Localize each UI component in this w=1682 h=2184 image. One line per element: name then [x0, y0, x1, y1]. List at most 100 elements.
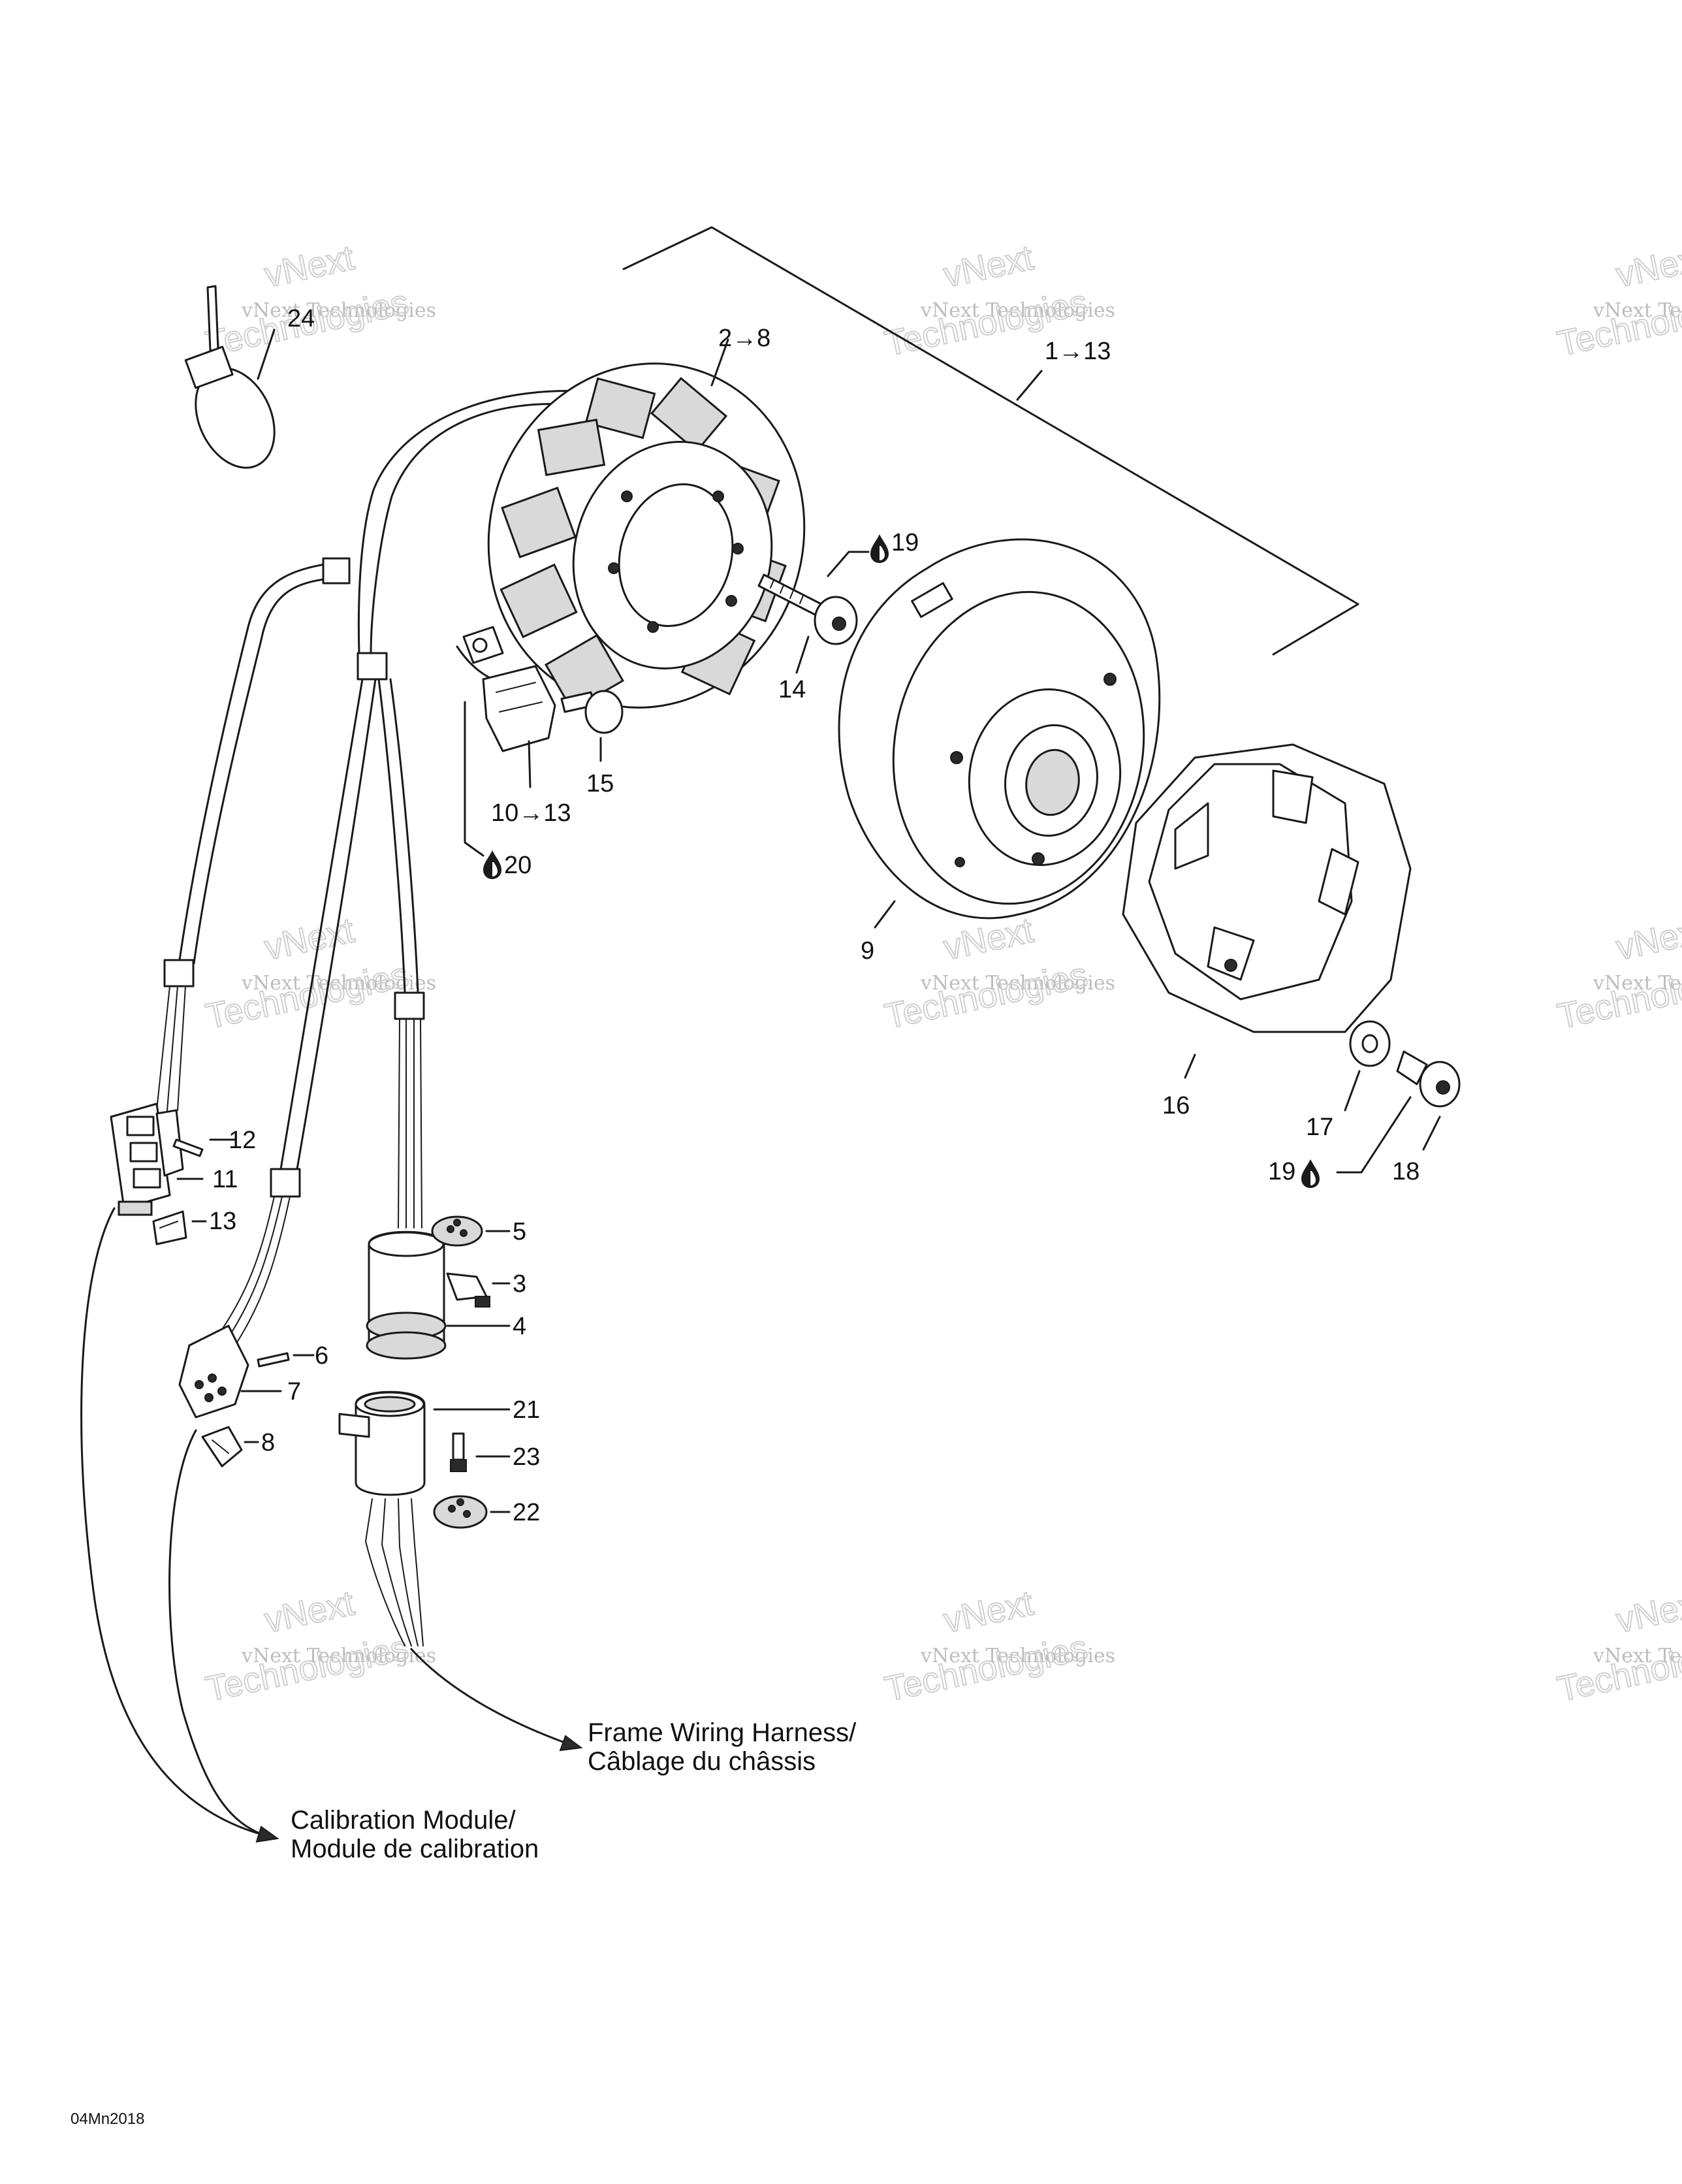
watermark: vNext vNext Technologies Technologies — [881, 1582, 1115, 1709]
leader-16 — [1184, 1053, 1196, 1079]
bracket-leader — [1016, 370, 1043, 401]
callout-19a: 19 — [891, 529, 919, 556]
terminal-23-part — [450, 1432, 467, 1472]
calibration-module-label-2: Module de calibration — [291, 1835, 539, 1863]
connector-11-part — [110, 1102, 184, 1216]
diagram-reference: 04Mn2018 — [71, 2110, 144, 2128]
svg-text:vNext: vNext — [261, 238, 358, 295]
calibration-module-arrow — [80, 1207, 279, 1843]
seal-5-part — [431, 1215, 483, 1247]
svg-text:Technologies: Technologies — [1554, 956, 1682, 1036]
callout-2-8: 2→8 — [718, 325, 770, 352]
svg-text:vNext: vNext — [1613, 910, 1682, 967]
svg-text:vNext Technologies: vNext Technologies — [920, 1645, 1115, 1667]
svg-text:Technologies: Technologies — [202, 1628, 412, 1709]
callout-17: 17 — [1306, 1114, 1333, 1141]
svg-text:vNext: vNext — [940, 1583, 1037, 1640]
callout-14: 14 — [778, 676, 806, 703]
callout-23: 23 — [513, 1443, 540, 1471]
pin-6-part — [257, 1352, 290, 1368]
svg-text:vNext Technologies: vNext Technologies — [241, 1645, 436, 1667]
connector-7-part — [178, 1325, 249, 1419]
leader-14 — [795, 635, 810, 674]
leader-9 — [874, 900, 896, 929]
leader-10-13 — [528, 740, 532, 788]
watermark: vNext vNext Technologies Technologies — [202, 1582, 436, 1709]
lock-8-part — [201, 1426, 243, 1468]
assembly-bracket — [622, 226, 1359, 656]
oil-drop-icon — [483, 850, 501, 879]
leader-2-8 — [710, 338, 729, 387]
leader-18 — [1422, 1116, 1441, 1151]
callout-8: 8 — [261, 1429, 275, 1456]
stator-part — [487, 362, 806, 712]
svg-text:Technologies: Technologies — [1554, 283, 1682, 364]
calibration-module-label-1: Calibration Module/ — [291, 1806, 516, 1835]
trigger-coil-part — [456, 626, 556, 752]
svg-text:vNext: vNext — [261, 1583, 358, 1640]
seal-22-part — [433, 1495, 488, 1529]
wiring-harness — [156, 390, 592, 1346]
svg-text:vNext: vNext — [940, 238, 1037, 295]
leader-24 — [257, 329, 276, 380]
watermark: vNext vNext Technologies Technologies — [881, 910, 1115, 1036]
svg-text:vNext Technologies: vNext Technologies — [920, 299, 1115, 322]
svg-text:vNext: vNext — [261, 910, 358, 967]
svg-text:vNext: vNext — [1613, 1583, 1682, 1640]
washer-17-part — [1349, 1020, 1391, 1067]
callout-19b: 19 — [1268, 1158, 1295, 1185]
watermark: vNext vNext Technologies Technologies — [202, 237, 436, 364]
watermark: vNext vNext Technologies Technologies — [1553, 237, 1682, 364]
bolt-14-part — [757, 573, 858, 645]
callout-15: 15 — [586, 770, 614, 797]
leader-19b — [1336, 1096, 1412, 1174]
destination-labels: Frame Wiring Harness/ Câblage du châssis… — [291, 1718, 857, 1863]
callout-16: 16 — [1162, 1092, 1190, 1119]
leader-20 — [464, 701, 484, 857]
frame-harness-label-1: Frame Wiring Harness/ — [588, 1718, 857, 1747]
connector-21-part — [338, 1390, 426, 1646]
svg-text:Technologies: Technologies — [202, 956, 412, 1036]
callout-21: 21 — [513, 1396, 540, 1424]
frame-harness-label-2: Câblage du châssis — [588, 1747, 816, 1776]
bolt-18-part — [1396, 1050, 1461, 1108]
lock-13-part — [152, 1210, 187, 1245]
callout-20: 20 — [504, 852, 532, 879]
callout-5: 5 — [513, 1218, 526, 1245]
watermark-group: vNext vNext Technologies Technologies vN… — [202, 237, 1682, 1709]
callout-22: 22 — [513, 1499, 540, 1526]
pin-12-part — [172, 1138, 204, 1157]
cable-tie-part — [184, 285, 276, 469]
callout-1-13: 1→13 — [1045, 338, 1111, 365]
connector-4-part — [366, 1230, 447, 1360]
svg-text:Technologies: Technologies — [1554, 1628, 1682, 1709]
oil-drop-icon — [870, 534, 889, 563]
svg-text:vNext Technologies: vNext Technologies — [241, 299, 436, 322]
watermark: vNext vNext Technologies Technologies — [1553, 1582, 1682, 1709]
svg-text:vNext: vNext — [1613, 238, 1682, 295]
watermark: vNext vNext Technologies Technologies — [1553, 910, 1682, 1036]
starter-ring-part — [1122, 743, 1412, 1033]
callout-24: 24 — [287, 305, 315, 332]
leader-17 — [1344, 1070, 1361, 1112]
svg-text:vNext Technologies: vNext Technologies — [1593, 972, 1682, 995]
svg-text:Technologies: Technologies — [881, 1628, 1091, 1709]
callout-7: 7 — [287, 1378, 301, 1405]
svg-text:vNext Technologies: vNext Technologies — [1593, 299, 1682, 322]
callout-11: 11 — [212, 1166, 238, 1193]
screw-15-part — [560, 690, 624, 734]
callout-12: 12 — [229, 1127, 256, 1154]
callout-13: 13 — [209, 1208, 236, 1235]
svg-text:vNext: vNext — [940, 910, 1037, 967]
flywheel-part — [838, 538, 1161, 920]
svg-text:Technologies: Technologies — [881, 956, 1091, 1036]
callout-9: 9 — [861, 937, 874, 965]
callout-3: 3 — [513, 1270, 526, 1298]
callout-6: 6 — [315, 1342, 328, 1370]
callout-10-13: 10→13 — [491, 799, 571, 827]
callout-18: 18 — [1392, 1158, 1420, 1185]
frame-harness-arrow — [410, 1648, 583, 1752]
leader-19a — [827, 551, 870, 577]
